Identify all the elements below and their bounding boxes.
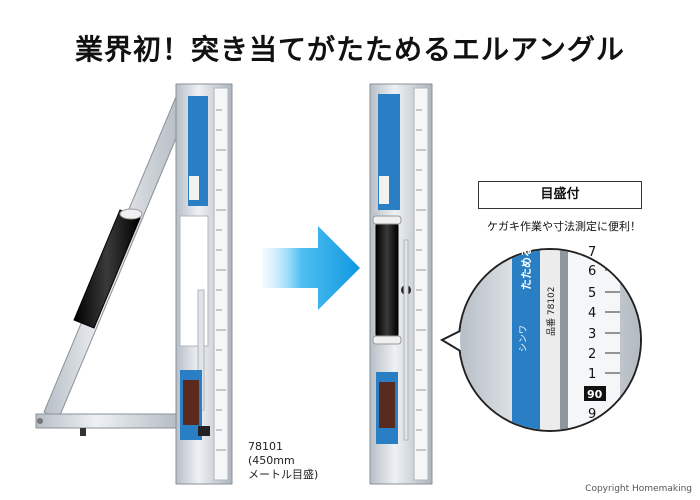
product-number: 78101	[248, 440, 283, 453]
open-l-angle	[35, 83, 233, 485]
scale-number: 2	[588, 347, 596, 362]
scale-number: 4	[588, 306, 596, 321]
copyright: Copyright Homemaking	[585, 484, 692, 494]
transition-arrow	[262, 226, 360, 310]
ruler-model: 品番 78102	[545, 287, 557, 337]
product-caption: 78101 (450mm メートル目盛)	[248, 440, 318, 482]
product-scale: メートル目盛)	[248, 468, 319, 481]
scale-numbers: 7 6 5 4 3 2 1 90 9	[584, 245, 606, 422]
scale-number: 7	[588, 245, 596, 260]
scale-number: 1	[588, 367, 596, 382]
headline: 業界初！突き当てがたためるエルアングル	[75, 33, 625, 66]
callout-note: ケガキ作業や寸法測定に便利！	[487, 220, 641, 233]
magnified-scale	[439, 248, 642, 432]
callout-title: 目盛付	[478, 181, 642, 209]
scale-number: 3	[588, 327, 596, 342]
scale-number: 9	[588, 407, 596, 422]
folded-l-angle	[369, 83, 433, 485]
ruler-brand: シンワ	[519, 325, 529, 352]
scale-number: 5	[588, 286, 596, 301]
scale-number: 6	[588, 264, 596, 279]
brace-grip	[73, 208, 143, 329]
product-size: (450mm	[248, 454, 295, 467]
scale-number-highlight: 90	[587, 388, 603, 401]
ruler-name: たためる	[520, 246, 533, 290]
